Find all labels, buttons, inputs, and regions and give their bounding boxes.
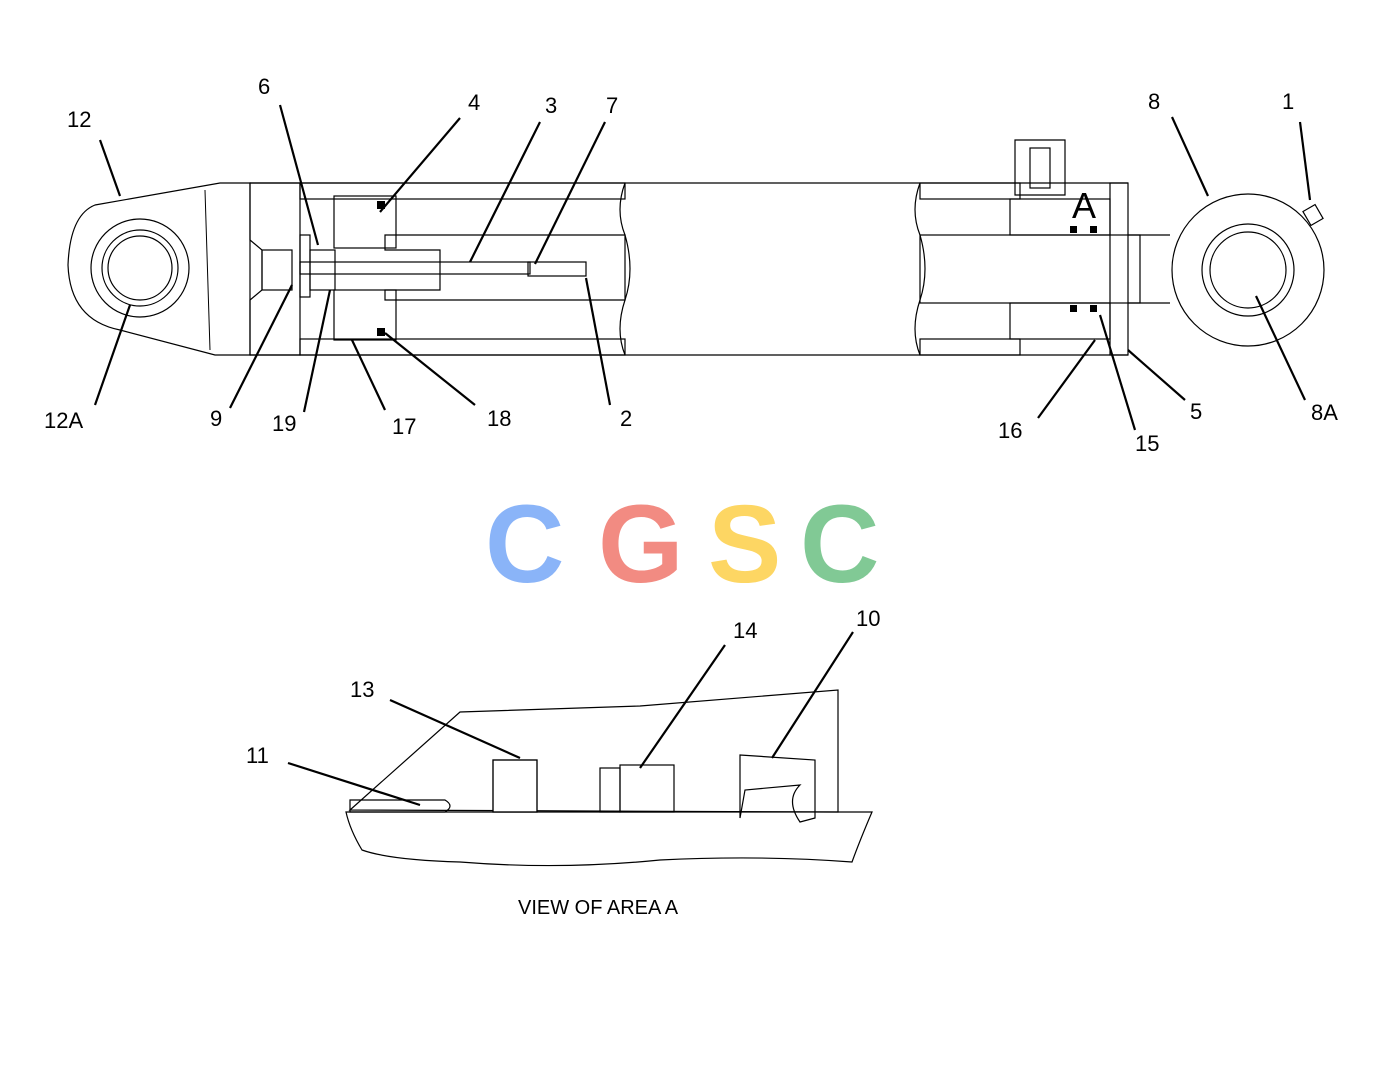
callout-9: 9 <box>210 406 222 431</box>
callout-10: 10 <box>856 606 880 631</box>
callout-12a: 12A <box>44 408 83 433</box>
callout-4: 4 <box>468 90 480 115</box>
callout-12: 12 <box>67 107 91 132</box>
callout-11: 11 <box>246 743 269 768</box>
rod-left <box>384 234 626 301</box>
watermark-letter-c2: C <box>800 483 879 606</box>
port-fitting <box>1014 139 1066 196</box>
callout-17: 17 <box>392 414 416 439</box>
callout-8: 8 <box>1148 89 1160 114</box>
cgsc-watermark: C G S C <box>485 483 879 606</box>
callout-19: 19 <box>272 411 296 436</box>
detail-view-area-a: 13 14 10 11 VIEW OF AREA A <box>246 606 880 919</box>
seal-11 <box>349 799 451 813</box>
callout-13: 13 <box>350 677 374 702</box>
callout-8a: 8A <box>1311 400 1338 425</box>
right-eye-outer <box>1171 193 1325 347</box>
leader-lines-main <box>93 104 1312 431</box>
callout-1: 1 <box>1282 89 1294 114</box>
rod-end-cap <box>1109 182 1129 356</box>
barrel-wall-bottom-left <box>299 338 626 356</box>
callout-18: 18 <box>487 406 511 431</box>
callout-15: 15 <box>1135 431 1159 456</box>
thread <box>527 261 587 277</box>
barrel-wall-bottom-right <box>919 338 1021 356</box>
barrel-wall-top-left <box>299 182 626 200</box>
callout-5: 5 <box>1190 399 1202 424</box>
piston-lower <box>333 289 397 341</box>
seal-14 <box>619 764 675 813</box>
callout-14: 14 <box>733 618 757 643</box>
left-eye-outer <box>90 218 190 318</box>
detail-caption: VIEW OF AREA A <box>518 897 679 919</box>
detail-rod <box>345 811 873 867</box>
watermark-letter-c1: C <box>485 483 564 606</box>
watermark-letter-s: S <box>708 483 781 606</box>
callout-16: 16 <box>998 418 1022 443</box>
barrel-wall-top-right <box>919 182 1021 200</box>
seal-13 <box>492 759 538 813</box>
callout-6: 6 <box>258 74 270 99</box>
seal-10 <box>739 754 816 823</box>
right-bearing <box>1201 223 1295 317</box>
callout-3: 3 <box>545 93 557 118</box>
grease-fitting <box>1302 203 1324 227</box>
rod-right <box>919 234 1141 304</box>
end-plug <box>261 249 293 291</box>
detail-gland <box>348 689 839 813</box>
piston-upper <box>333 195 397 249</box>
watermark-letter-g: G <box>598 483 684 606</box>
callout-7: 7 <box>606 93 618 118</box>
left-clevis <box>67 182 251 356</box>
callout-2: 2 <box>620 406 632 431</box>
area-a-marker: A <box>1072 185 1096 226</box>
left-bearing <box>101 229 179 307</box>
cylinder-assembly <box>67 139 1325 356</box>
